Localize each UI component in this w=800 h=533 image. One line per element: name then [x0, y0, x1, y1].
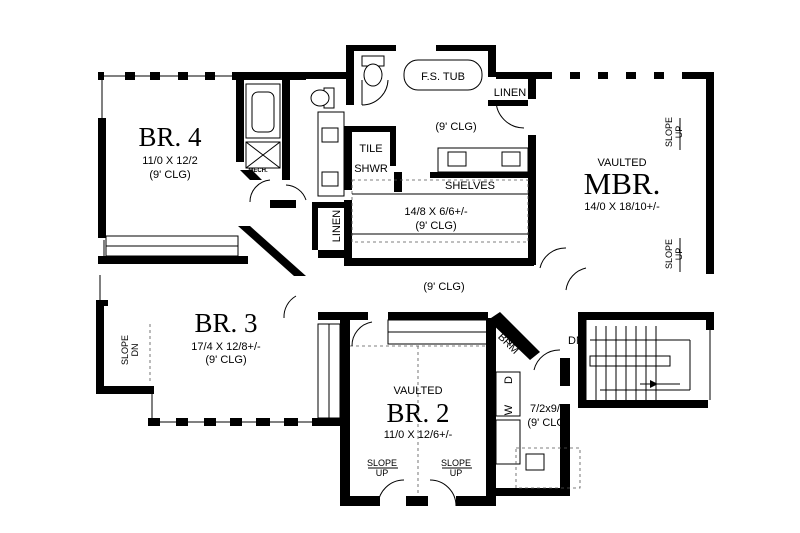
slope-br3: SLOPE DN [120, 335, 140, 365]
slope-mbr-bottom: SLOPE UP [664, 239, 684, 269]
svg-text:UP: UP [674, 248, 684, 261]
br3-clg: (9' CLG) [205, 354, 246, 366]
laundry-clg: (9' CLG) [527, 417, 568, 429]
labels: BR. 4 11/0 X 12/2 (9' CLG) BR. 3 17/4 X … [120, 71, 684, 478]
br4-name: BR. 4 [138, 122, 202, 152]
slope-br2-left: SLOPE UP [367, 458, 398, 478]
svg-text:UP: UP [376, 468, 389, 478]
sink-master-1 [447, 151, 467, 167]
shwr-label: SHWR [354, 163, 388, 175]
br4-clg: (9' CLG) [149, 169, 190, 181]
slope-mbr-top: SLOPE UP [664, 117, 684, 147]
sink-left-1 [321, 127, 339, 143]
mbr-dim: 14/0 X 18/10+/- [584, 201, 660, 213]
tub-label: F.S. TUB [421, 71, 465, 83]
sink-left-2 [321, 171, 339, 187]
mbr-name: MBR. [584, 166, 661, 201]
svg-text:SLOPE: SLOPE [664, 239, 674, 269]
svg-text:SLOPE: SLOPE [120, 335, 130, 365]
closet-clg: (9' CLG) [415, 220, 456, 232]
mech-label: MECH. [248, 168, 268, 174]
svg-text:SLOPE: SLOPE [664, 117, 674, 147]
br2-dim: 11/0 X 12/6+/- [384, 429, 453, 441]
washer-label: W [503, 404, 515, 415]
br2-name: BR. 2 [386, 398, 449, 428]
laundry-sink [525, 453, 545, 471]
stair-dn-label: DN [568, 335, 584, 347]
svg-text:SLOPE: SLOPE [441, 458, 471, 468]
svg-text:DN: DN [130, 344, 140, 357]
linen-top-label: LINEN [494, 87, 526, 99]
br3-dim: 17/4 X 12/8+/- [191, 341, 261, 353]
hall-clg: (9' CLG) [423, 281, 464, 293]
svg-text:SLOPE: SLOPE [367, 458, 397, 468]
br3-name: BR. 3 [194, 308, 257, 338]
mbr-vaulted: VAULTED [597, 157, 646, 169]
linen-side-label: LINEN [331, 210, 343, 242]
sink-master-2 [501, 151, 521, 167]
tub [403, 59, 483, 91]
closet-dim: 14/8 X 6/6+/- [404, 206, 468, 218]
slope-br2-right: SLOPE UP [441, 458, 472, 478]
svg-text:UP: UP [450, 468, 463, 478]
walls [96, 45, 714, 506]
tile-label: TILE [359, 143, 382, 155]
laundry-dim: 7/2x9/0 [530, 403, 566, 415]
fixtures [105, 55, 691, 507]
br4-dim: 11/0 X 12/2 [142, 155, 197, 167]
dryer-label: D [503, 376, 515, 384]
shelves-label: SHELVES [445, 180, 495, 192]
svg-text:UP: UP [674, 126, 684, 139]
bath-clg: (9' CLG) [435, 121, 476, 133]
stairs [585, 320, 691, 400]
br2-vaulted: VAULTED [393, 385, 442, 397]
